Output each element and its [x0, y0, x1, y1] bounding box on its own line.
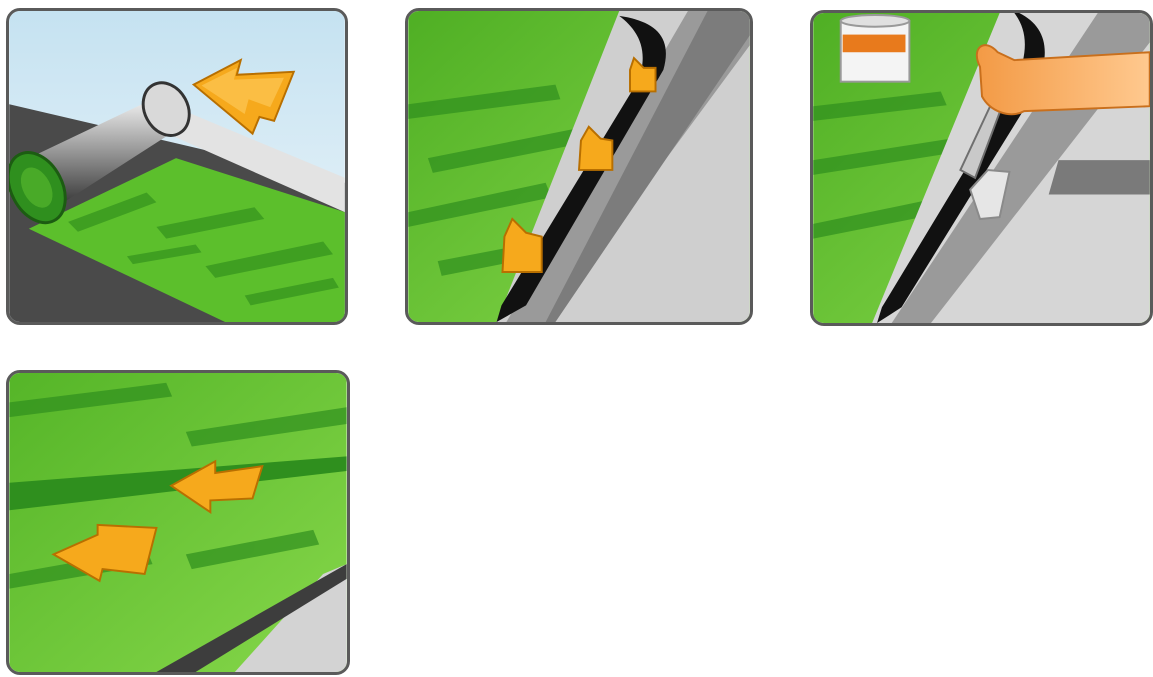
- step-3-illustration: [813, 13, 1150, 323]
- step-1-panel: [6, 8, 348, 325]
- step-4-panel: [6, 370, 350, 675]
- step-2-illustration: [408, 11, 750, 322]
- step-3-panel: [810, 10, 1153, 326]
- adhesive-can-icon: [841, 15, 910, 82]
- step-1-illustration: [9, 11, 345, 322]
- seam-shadow: [1049, 160, 1150, 194]
- step-4-illustration: [9, 373, 347, 672]
- step-2-panel: [405, 8, 753, 325]
